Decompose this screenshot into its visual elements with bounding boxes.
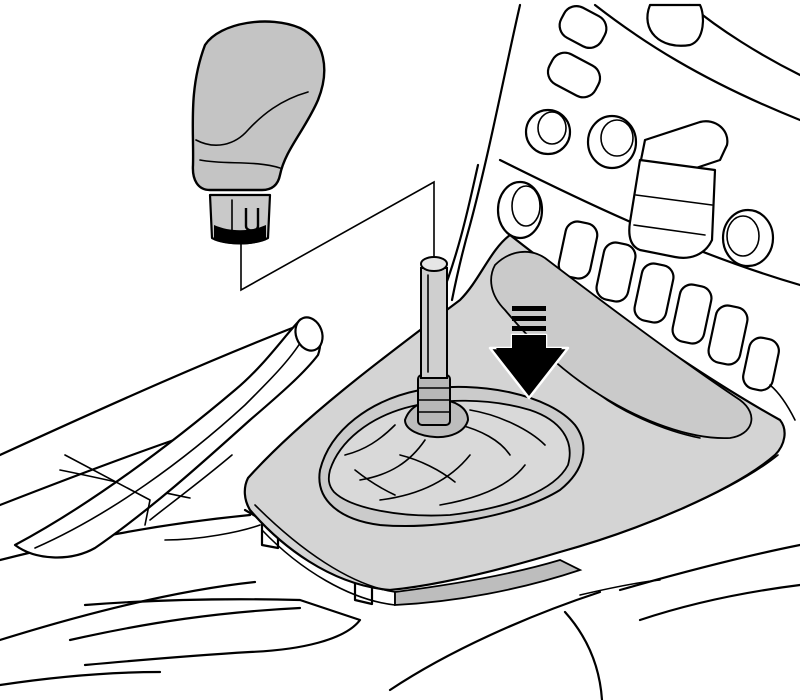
center-console (0, 3, 800, 700)
gear-knob (191, 20, 326, 245)
assembly-leader-line (240, 180, 435, 292)
handbrake-lever (13, 316, 324, 559)
trim-panel-recess (490, 250, 753, 439)
gear-knob-body (191, 20, 326, 192)
dashboard-button-panel (496, 3, 796, 421)
gear-lever-shaft (417, 256, 451, 426)
down-arrow-icon (488, 306, 570, 400)
shaft-top (420, 256, 448, 272)
